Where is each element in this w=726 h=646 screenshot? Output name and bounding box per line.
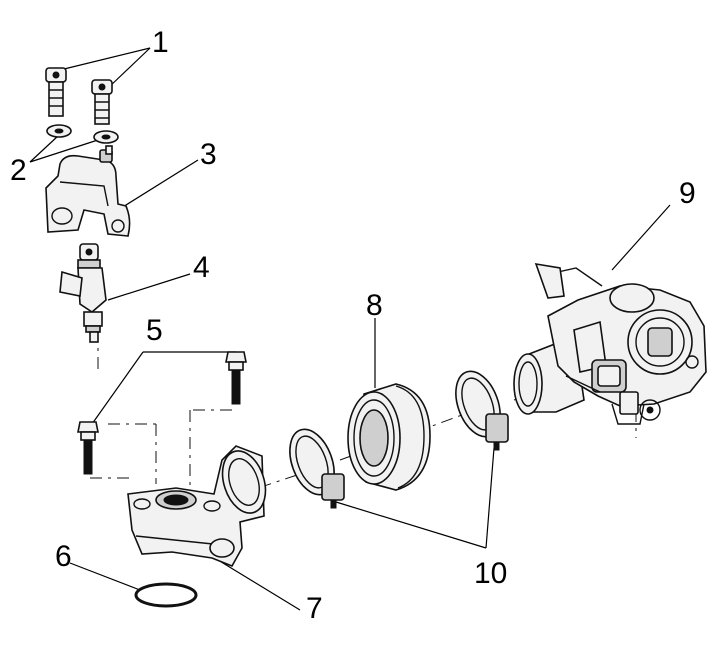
part-5-bolt-lower xyxy=(77,421,99,475)
part-6-o-ring xyxy=(134,582,198,608)
callout-10: 10 xyxy=(474,557,507,590)
part-5-bolt-upper xyxy=(225,351,247,405)
callout-6: 6 xyxy=(55,540,72,573)
part-10-clamp-right xyxy=(455,370,509,451)
part-10-clamp-left xyxy=(289,428,345,509)
part-1-bolt-left xyxy=(45,67,67,117)
callout-7: 7 xyxy=(306,592,323,625)
part-9-throttle-body xyxy=(513,262,707,425)
part-4-fuel-injector xyxy=(59,243,107,343)
part-1-bolt-right xyxy=(91,79,113,125)
part-7-intake-manifold xyxy=(127,445,267,568)
callout-8: 8 xyxy=(366,289,383,322)
leader-lines xyxy=(29,47,671,611)
callout-5: 5 xyxy=(146,314,163,347)
callout-4: 4 xyxy=(193,251,210,284)
part-8-rubber-boot xyxy=(347,383,431,491)
callout-1: 1 xyxy=(152,26,169,59)
callout-9: 9 xyxy=(679,177,696,210)
part-3-injector-holder xyxy=(45,145,131,237)
callout-3: 3 xyxy=(200,138,217,171)
callout-2: 2 xyxy=(10,154,27,187)
